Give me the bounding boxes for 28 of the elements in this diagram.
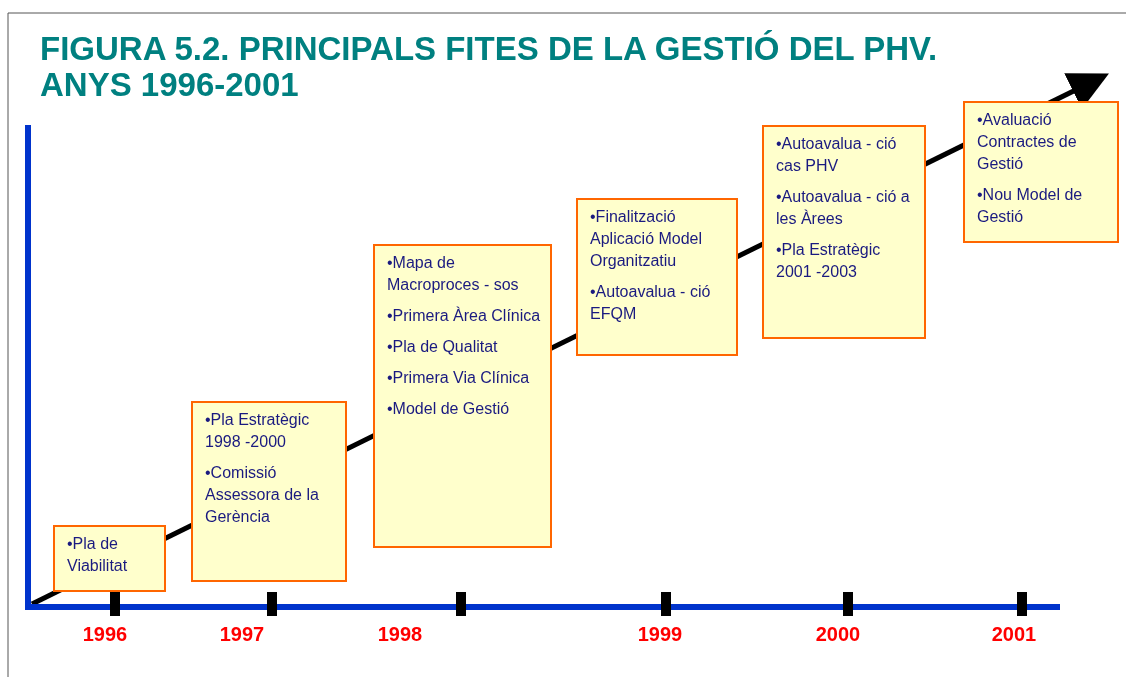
milestone-text: •Pla Estratègic 2001 -2003 bbox=[776, 240, 882, 282]
year-label: 1999 bbox=[636, 623, 684, 646]
milestone-text: •Finalització Aplicació Model Organitzatiu bbox=[590, 207, 704, 271]
year-label: 1996 bbox=[81, 623, 129, 646]
year-label: 2001 bbox=[990, 623, 1038, 646]
milestone-box bbox=[191, 401, 347, 582]
milestone-box bbox=[373, 244, 552, 548]
milestone-text: •Comissió Assessora de la Gerència bbox=[205, 463, 320, 527]
year-label: 1998 bbox=[376, 623, 424, 646]
milestone-text: •Model de Gestió bbox=[387, 399, 511, 419]
milestone-box bbox=[963, 101, 1119, 243]
milestone-text: •Primera Àrea Clínica bbox=[387, 305, 542, 326]
milestone-text: •Pla Estratègic 1998 -2000 bbox=[205, 410, 311, 452]
title: FIGURA 5.2. PRINCIPALS FITES DE LA GESTIÓ DEL PHV. ANYS 1996-2001 bbox=[40, 31, 939, 103]
milestone-box bbox=[762, 125, 926, 339]
milestone-text: •Avaluació Contractes de Gestió bbox=[977, 110, 1078, 174]
milestone-text: •Autoavalua - ció cas PHV bbox=[776, 134, 898, 176]
milestone-text: •Pla de Qualitat bbox=[387, 337, 499, 357]
milestone-box bbox=[53, 525, 166, 592]
milestone-box bbox=[576, 198, 738, 356]
milestone-text: •Autoavalua - ció EFQM bbox=[590, 282, 712, 324]
milestone-text: •Autoavalua - ció a les Àrees bbox=[776, 187, 911, 229]
milestone-text: •Nou Model de Gestió bbox=[977, 185, 1084, 227]
year-label: 1997 bbox=[218, 623, 266, 646]
milestone-text: •Mapa de Macroproces - sos bbox=[387, 253, 520, 295]
milestone-text: •Primera Via Clínica bbox=[387, 368, 531, 388]
year-label: 2000 bbox=[814, 623, 862, 646]
milestone-text: •Pla de Viabilitat bbox=[67, 534, 129, 576]
